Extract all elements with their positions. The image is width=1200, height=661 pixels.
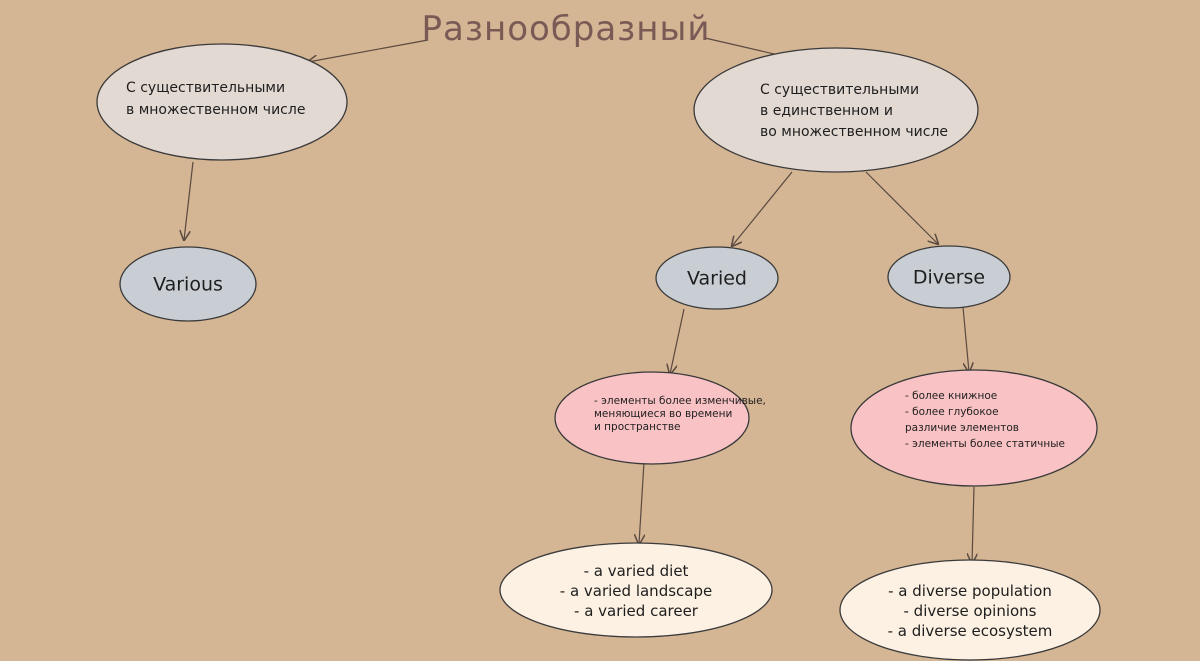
node-varied-description: - элементы более изменчивые, меняющиеся … — [554, 371, 766, 465]
edge-diverse-description-to-examples — [972, 486, 974, 563]
node-diverse-examples-line-1: - a diverse population — [888, 582, 1052, 600]
node-diverse-description: - более книжное - более глубокое различи… — [850, 369, 1098, 487]
edge-title-to-plural — [308, 39, 429, 62]
node-singular-plural-nouns-line-1: С существительными — [760, 82, 919, 98]
node-varied-examples-line-2: - a varied landscape — [560, 582, 712, 600]
node-varied-description-line-1: - элементы более изменчивые, — [594, 395, 766, 407]
edge-varied-description-to-examples — [639, 461, 644, 544]
edge-diverse-to-description — [962, 306, 969, 372]
node-plural-nouns-line-2: в множественном числе — [126, 102, 305, 118]
node-varied-description-shape — [554, 371, 750, 465]
node-singular-plural-nouns-line-2: в единственном и — [760, 103, 893, 119]
node-singular-plural-nouns-shape — [693, 47, 979, 173]
node-varied-examples: - a varied diet - a varied landscape - a… — [499, 542, 773, 638]
node-plural-nouns-shape — [96, 43, 348, 161]
node-varied-description-line-3: и пространстве — [594, 421, 681, 433]
node-diverse-shape — [887, 245, 1011, 309]
node-plural-nouns: С существительными в множественном числе — [96, 43, 348, 161]
node-diverse-description-line-1: - более книжное — [905, 390, 997, 402]
node-varied-description-line-2: меняющиеся во времени — [594, 408, 732, 420]
node-diverse-examples-line-3: - a diverse ecosystem — [888, 622, 1053, 640]
node-diverse: Diverse — [887, 245, 1011, 309]
node-varied-examples-line-1: - a varied diet — [584, 562, 689, 580]
edge-plural-to-various — [184, 161, 194, 240]
node-diverse-examples: - a diverse population - diverse opinion… — [839, 559, 1101, 661]
node-plural-nouns-line-1: С существительными — [126, 80, 285, 96]
node-varied-label: Varied — [687, 268, 747, 290]
node-varied-examples-shape — [499, 542, 773, 638]
node-various: Various — [119, 246, 257, 322]
node-varied-shape — [655, 246, 779, 310]
node-singular-plural-nouns-line-3: во множественном числе — [760, 124, 948, 140]
edge-singular-plural-to-diverse — [865, 171, 938, 244]
node-diverse-description-line-3: различие элементов — [905, 422, 1019, 434]
node-diverse-label: Diverse — [913, 267, 985, 289]
node-diverse-examples-line-2: - diverse opinions — [904, 602, 1037, 620]
edge-singular-plural-to-varied — [732, 171, 793, 246]
node-diverse-description-line-2: - более глубокое — [905, 406, 999, 418]
diagram-title: Разнообразный — [422, 9, 711, 49]
node-diverse-examples-shape — [839, 559, 1101, 661]
node-singular-plural-nouns: С существительными в единственном и во м… — [693, 47, 979, 173]
edge-varied-to-description — [670, 308, 685, 374]
node-varied: Varied — [655, 246, 779, 310]
node-diverse-description-shape — [850, 369, 1098, 487]
node-various-label: Various — [153, 274, 223, 296]
node-varied-examples-line-3: - a varied career — [574, 602, 699, 620]
node-diverse-description-line-4: - элементы более статичные — [905, 438, 1065, 450]
node-various-shape — [119, 246, 257, 322]
